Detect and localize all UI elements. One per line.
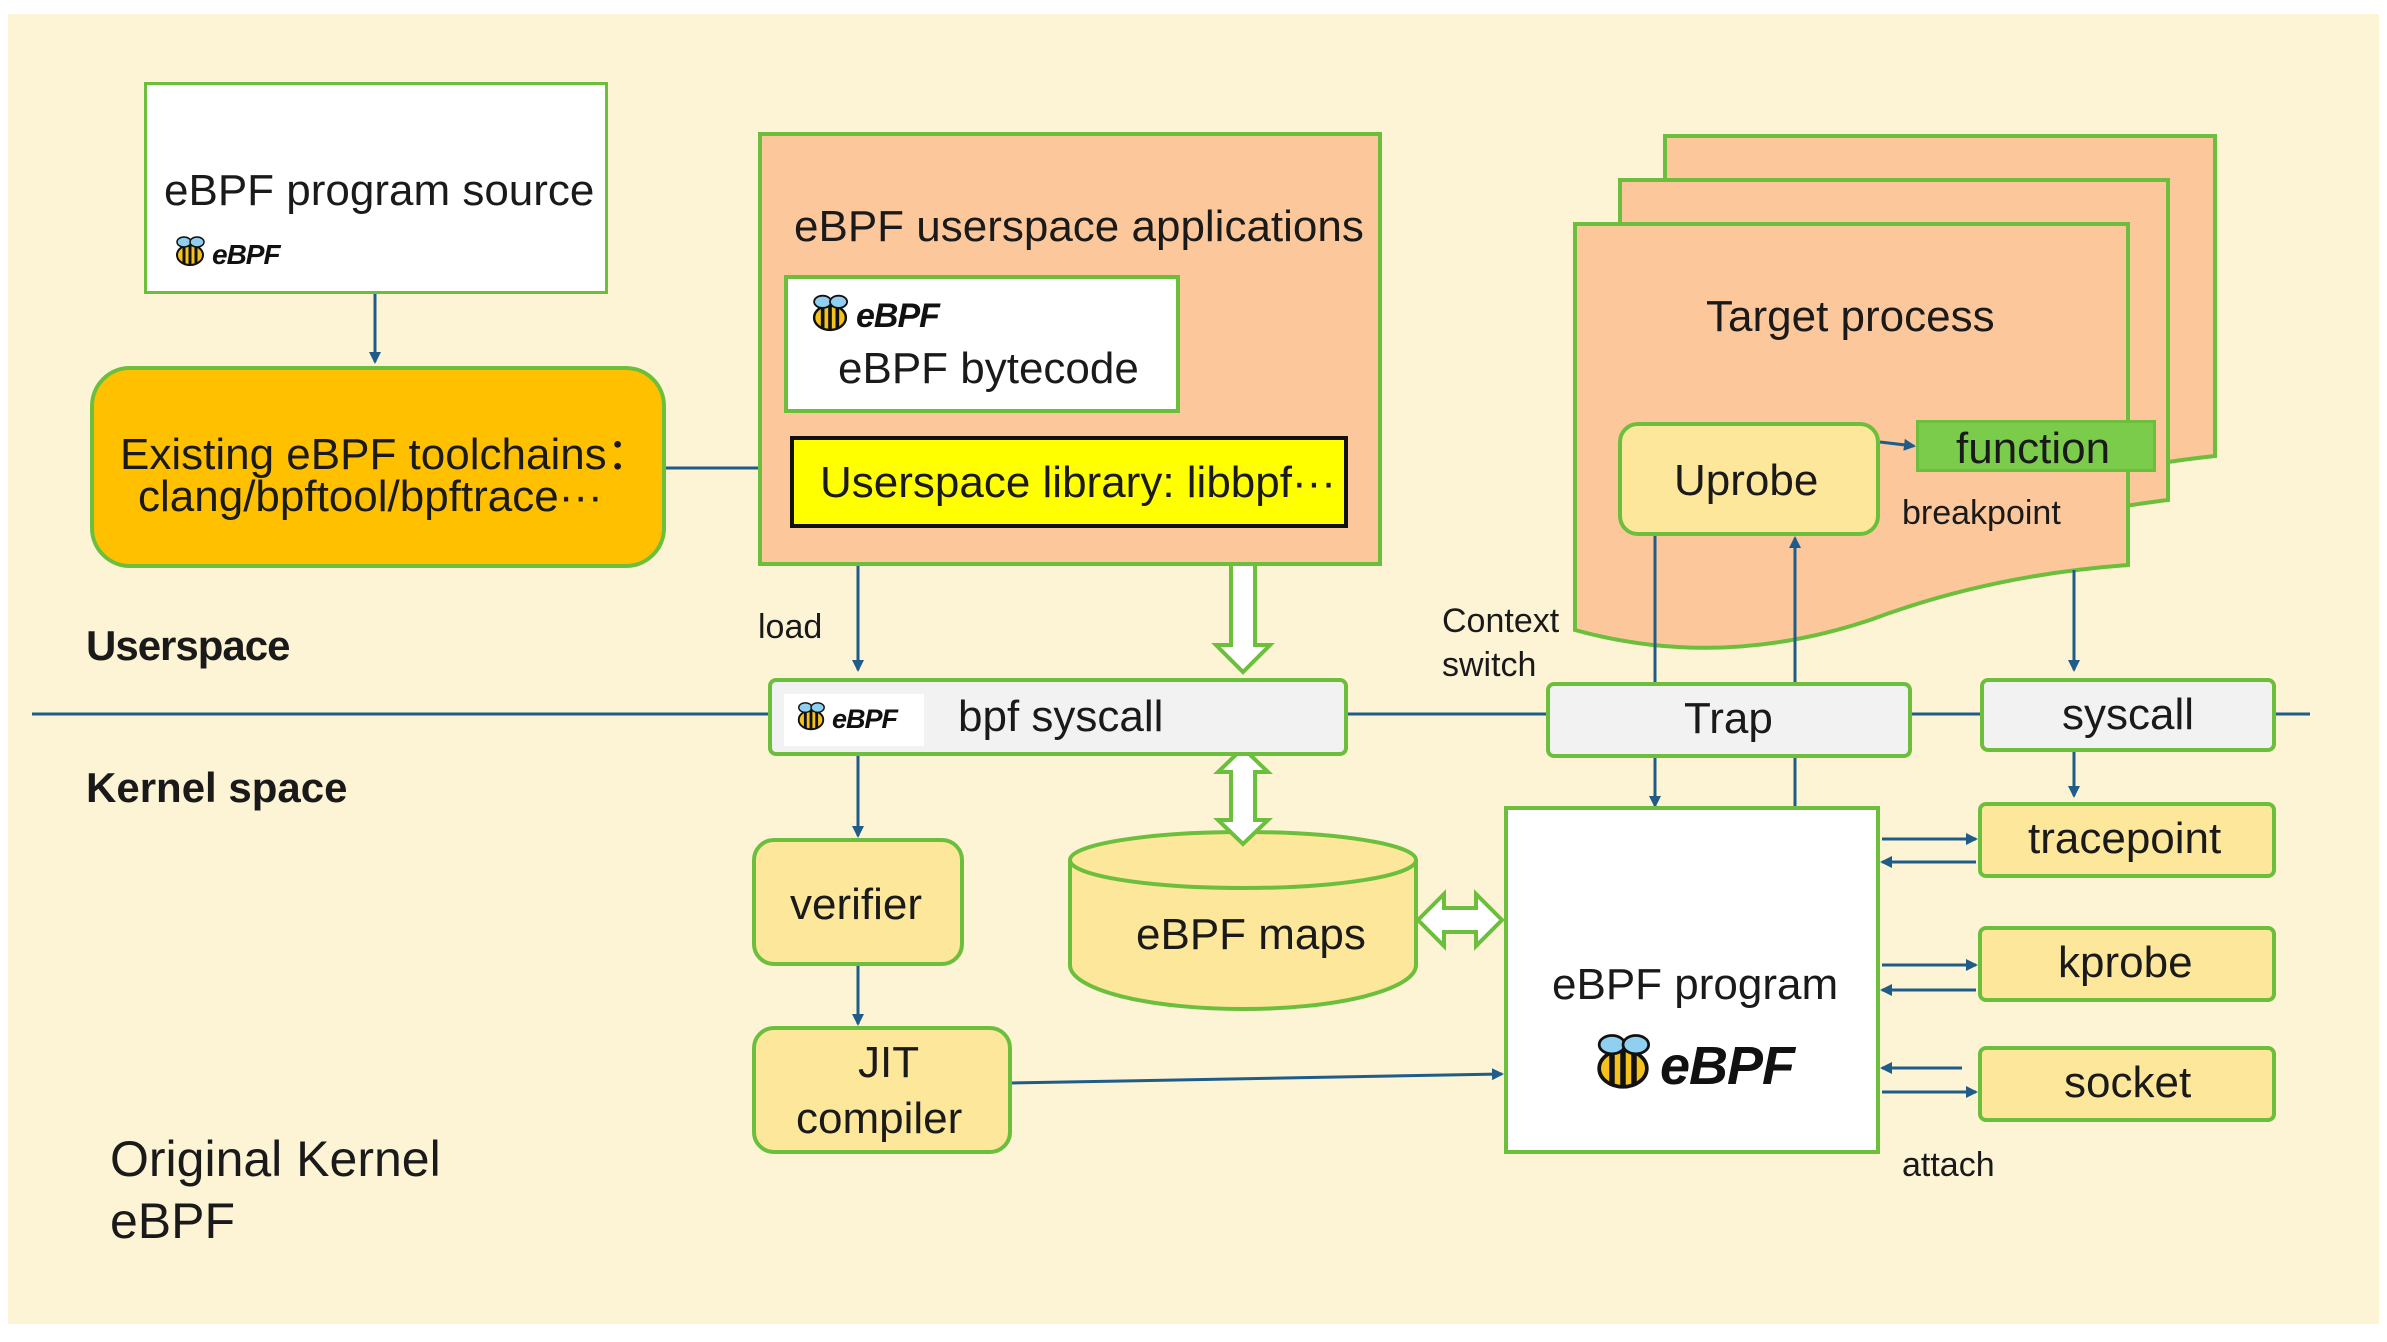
uprobe-label: Uprobe [1674,456,1819,505]
bytecode-label: eBPF bytecode [838,344,1139,393]
userspace-label: Userspace [86,622,290,669]
footer-label-line1: Original Kernel [110,1131,441,1187]
arrow-jit-to-program [1011,1068,1504,1085]
bee-icon [794,700,828,739]
footer-label-line2: eBPF [110,1193,236,1249]
bytecode-logo: eBPF [808,292,940,341]
jit-label-line2: compiler [796,1094,963,1143]
attach-label: attach [1902,1146,1995,1184]
ebpf-wordmark: eBPF [856,297,940,335]
verifier-label: verifier [790,880,923,929]
bee-icon [808,292,852,341]
arrow-uprobe-to-function [1879,438,1916,451]
socket-box [1978,1046,2276,1122]
context-switch-label-line2: switch [1442,646,1537,684]
socket-label: socket [2064,1058,2192,1107]
program-source-logo: eBPF [172,234,281,275]
function-label: function [1956,424,2111,473]
trap-box [1546,682,1912,758]
ebpf-program-box [1504,806,1880,1154]
double-arrow-maps-program [1415,889,1505,951]
libbpf-box [790,436,1348,528]
syscall-label: syscall [2062,690,2195,739]
toolchains-label-line1: Existing eBPF toolchains： [120,430,651,479]
uprobe-box [1618,422,1880,536]
tracepoint-box [1978,802,2276,878]
program-source-label: eBPF program source [164,166,595,215]
verifier-box [752,838,964,966]
toolchains-box [90,366,666,568]
syscall-box [1980,678,2276,752]
load-label: load [758,608,823,646]
toolchains-label-line2: clang/bpftool/bpftrace··· [138,472,603,521]
ebpf-maps-cylinder [1068,830,1418,1012]
program-source-box [144,82,608,294]
kernel-space-label: Kernel space [86,764,348,811]
bytecode-box [784,275,1180,413]
libbpf-label: Userspace library: libbpf··· [820,458,1336,507]
flow-arrows [369,294,2080,1098]
ebpf-maps-label: eBPF maps [1136,910,1366,959]
function-box [1916,420,2156,472]
kprobe-label: kprobe [2058,938,2193,987]
tracepoint-label: tracepoint [2028,814,2222,863]
ebpf-wordmark: eBPF [212,238,281,270]
jit-compiler-box [752,1026,1012,1154]
target-process-label: Target process [1706,292,1995,341]
ebpf-program-label: eBPF program [1552,960,1839,1009]
double-arrow-syscall-maps [1213,745,1273,847]
breakpoint-label: breakpoint [1902,494,2061,532]
bpf-syscall-logo: eBPF [794,700,898,739]
userspace-apps-label: eBPF userspace applications [794,202,1364,251]
context-switch-label-line1: Context [1442,602,1560,640]
jit-label-line1: JIT [858,1038,920,1087]
ebpf-wordmark: eBPF [1660,1035,1795,1096]
bee-icon [172,234,208,275]
ebpf-wordmark: eBPF [832,704,898,734]
bpf-syscall-label: bpf syscall [958,692,1164,741]
trap-label: Trap [1684,694,1773,743]
ebpf-program-logo: eBPF [1590,1030,1795,1101]
bee-icon [1590,1030,1656,1101]
kprobe-box [1978,926,2276,1002]
